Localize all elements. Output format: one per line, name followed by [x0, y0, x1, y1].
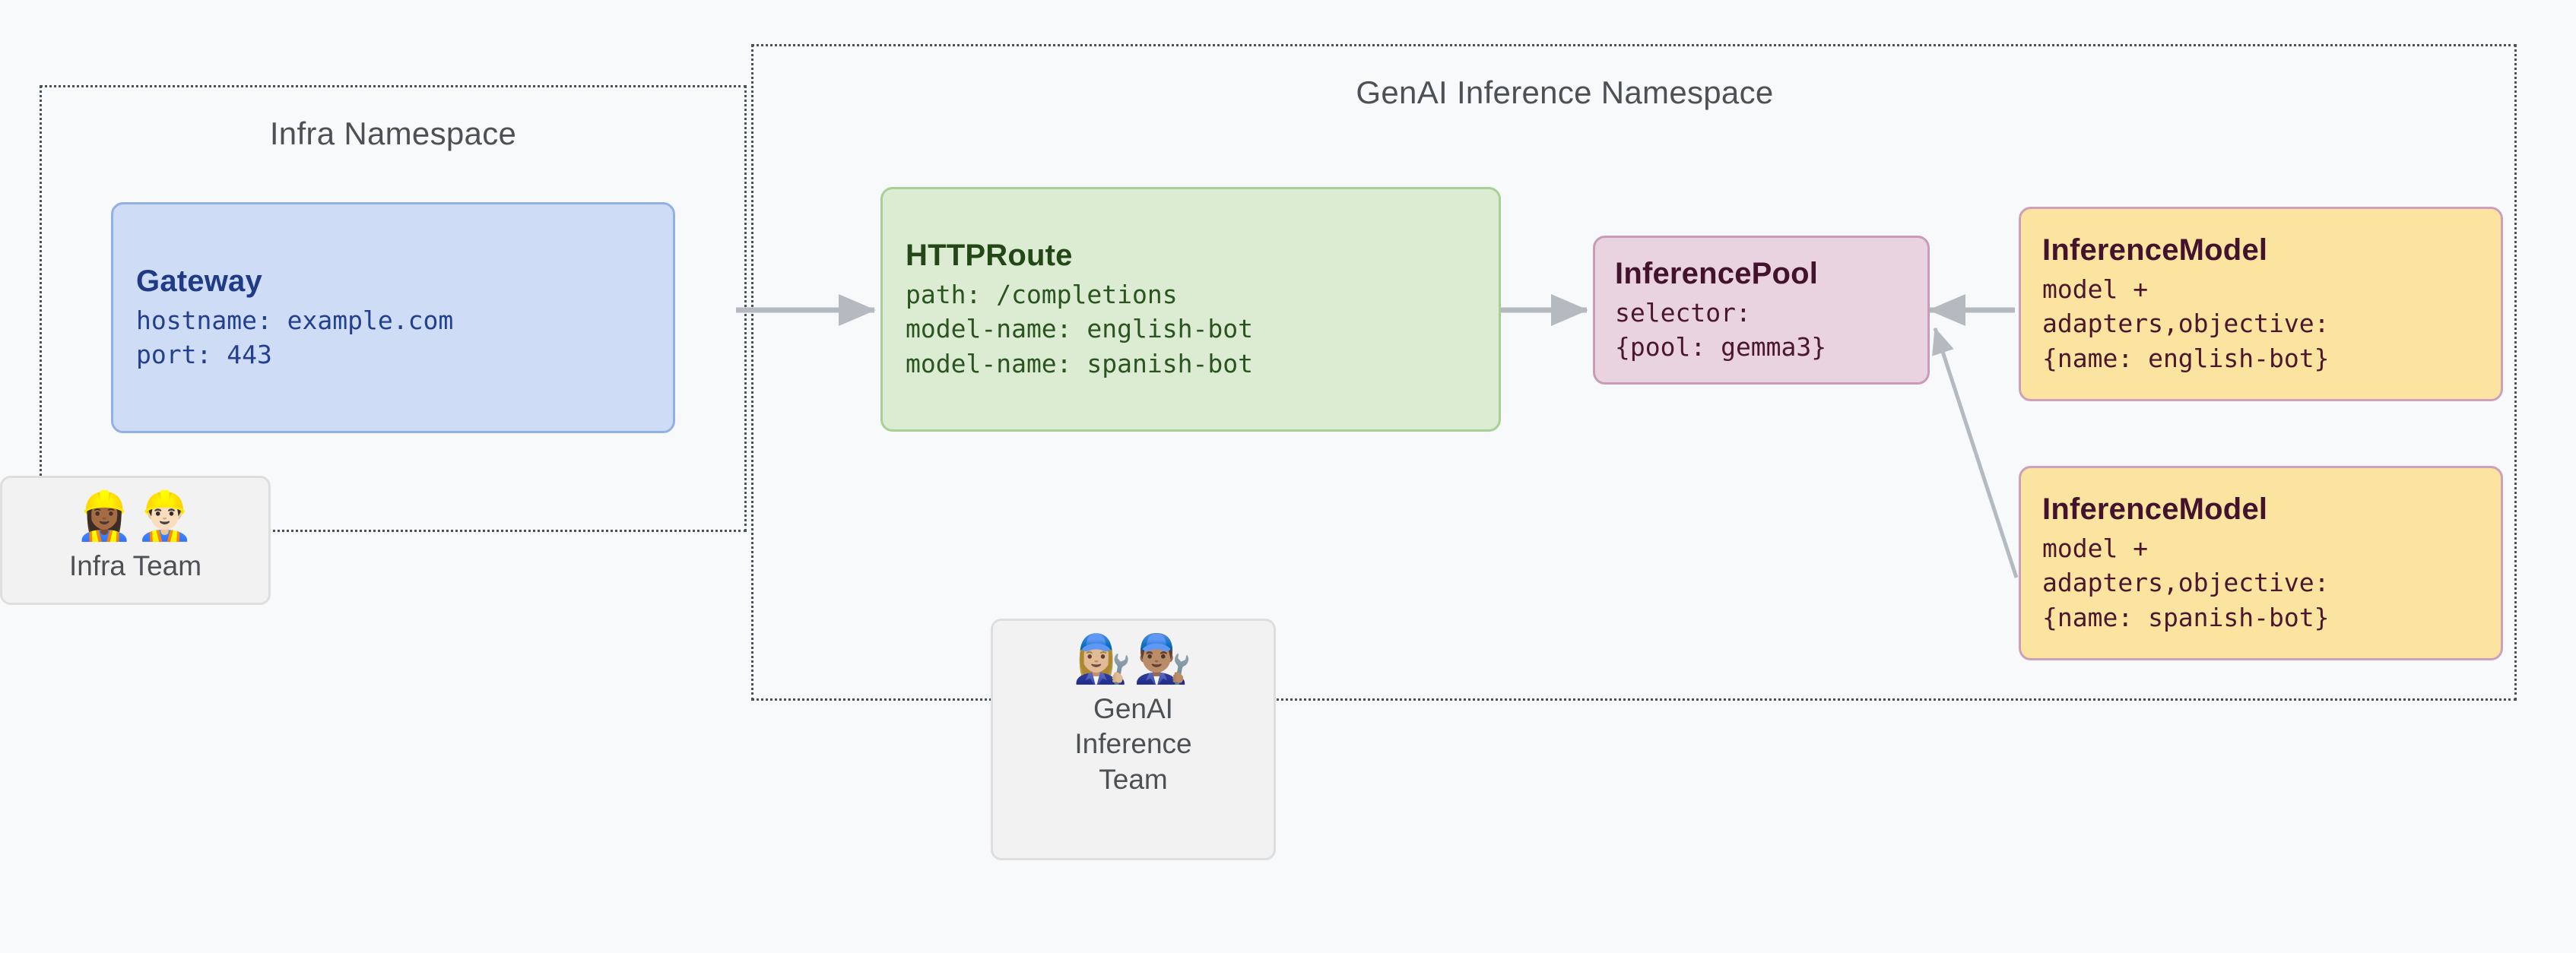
team-box-genai-inference[interactable]: 👩🏼‍🔧👨🏽‍🔧 GenAI Inference Team	[991, 619, 1276, 860]
node-httproute[interactable]: HTTPRoute path: /completions model-name:…	[880, 187, 1501, 432]
node-inferencepool-title: InferencePool	[1615, 256, 1819, 290]
node-inferencemodel-english-line-name: {name: english-bot}	[2042, 343, 2330, 373]
node-inferencemodel-english-line-model: model +	[2042, 274, 2149, 305]
node-inferencemodel-spanish-line-adapters: adapters,objective:	[2042, 568, 2330, 598]
namespace-genai-inference	[751, 44, 2517, 701]
node-httproute-line-model-spanish: model-name: spanish-bot	[906, 348, 1253, 378]
mechanic-icons: 👩🏼‍🔧👨🏽‍🔧	[1073, 633, 1194, 685]
node-inferencemodel-spanish-line-name: {name: spanish-bot}	[2042, 602, 2330, 632]
node-inferencepool-line-selector: selector:	[1615, 297, 1751, 328]
node-gateway[interactable]: Gateway hostname: example.com port: 443	[111, 202, 675, 433]
node-inferencepool-line-pool: {pool: gemma3}	[1615, 332, 1827, 362]
construction-worker-icons: 👷🏾‍♀️👷🏻‍♂️	[75, 490, 196, 543]
node-inferencemodel-spanish[interactable]: InferenceModel model + adapters,objectiv…	[2019, 466, 2503, 660]
node-inferencemodel-english[interactable]: InferenceModel model + adapters,objectiv…	[2019, 207, 2503, 401]
node-gateway-line-port: port: 443	[136, 340, 272, 369]
namespace-infra-title: Infra Namespace	[269, 116, 517, 151]
node-inferencemodel-spanish-line-model: model +	[2042, 533, 2149, 564]
namespace-genai-inference-title: GenAI Inference Namespace	[1356, 74, 1774, 110]
node-inferencemodel-english-line-adapters: adapters,objective:	[2042, 309, 2330, 339]
node-gateway-line-hostname: hostname: example.com	[136, 305, 454, 335]
node-httproute-line-path: path: /completions	[906, 280, 1178, 310]
node-gateway-title: Gateway	[136, 264, 262, 298]
node-httproute-title: HTTPRoute	[906, 239, 1073, 273]
node-inferencemodel-english-title: InferenceModel	[2042, 233, 2268, 268]
team-box-infra[interactable]: 👷🏾‍♀️👷🏻‍♂️ Infra Team	[0, 476, 271, 605]
team-box-infra-label: Infra Team	[68, 550, 202, 582]
team-box-genai-inference-label: GenAI Inference Team	[1074, 693, 1192, 795]
node-httproute-line-model-english: model-name: english-bot	[906, 314, 1253, 344]
node-inferencepool[interactable]: InferencePool selector: {pool: gemma3}	[1593, 236, 1930, 385]
node-inferencemodel-spanish-title: InferenceModel	[2042, 492, 2268, 527]
